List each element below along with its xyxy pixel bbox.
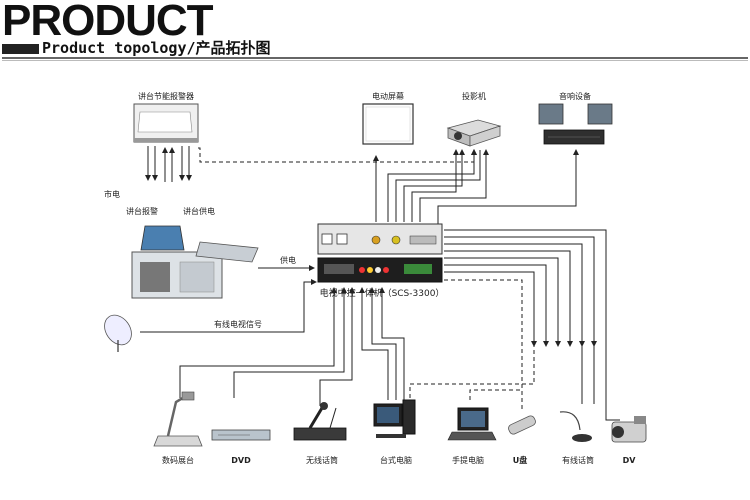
laptop-label: 手提电脑 — [452, 455, 484, 465]
center-device — [317, 223, 443, 283]
laptop-device — [447, 407, 497, 441]
page-title: PRODUCT — [2, 0, 214, 45]
usb-dashed-line — [469, 389, 522, 400]
output-lines — [373, 149, 579, 232]
wired-mic-label: 有线话筒 — [562, 455, 594, 465]
satellite-dish — [104, 314, 132, 352]
wireless-mic-device — [293, 402, 347, 441]
wired-mic-device — [559, 411, 592, 442]
audio-label: 音响设备 — [559, 91, 591, 101]
alarm-dashed-line — [198, 147, 477, 163]
header-rule — [2, 57, 748, 59]
cable-tv-label: 有线电视信号 — [214, 319, 262, 329]
subtitle-marker — [2, 44, 39, 54]
input-lines — [179, 287, 405, 406]
dvd-label: DVD — [231, 456, 251, 465]
projector-label: 投影机 — [462, 91, 486, 101]
mains-label: 市电 — [104, 189, 120, 199]
usb-label: U盘 — [513, 455, 528, 465]
dv-label: DV — [623, 456, 637, 465]
podium-alarm-label: 讲台报警 — [126, 206, 158, 216]
header-rule-thin — [2, 60, 748, 61]
podium-power-label: 讲台供电 — [183, 206, 215, 216]
usb-device — [508, 415, 536, 435]
right-dashed-line — [444, 279, 523, 410]
desktop-pc-device — [373, 399, 416, 438]
laptop-dashed-line — [409, 346, 535, 398]
page-subtitle: Product topology/产品拓扑图 — [42, 39, 271, 57]
desktop-pc-label: 台式电脑 — [380, 455, 412, 465]
screen-device — [362, 103, 414, 145]
audio-device — [538, 103, 613, 145]
right-device-lines — [581, 346, 620, 421]
power-supply-label: 供电 — [280, 255, 296, 265]
dvd-device — [211, 429, 271, 441]
alarm-device — [133, 103, 199, 143]
projector-device — [446, 119, 502, 147]
right-lines — [444, 229, 607, 410]
cable-tv-line — [140, 279, 317, 333]
wireless-mic-label: 无线话筒 — [306, 455, 338, 465]
visualizer-label: 数码展台 — [162, 455, 194, 465]
alarm-lines — [145, 146, 192, 182]
visualizer-device — [153, 391, 203, 447]
screen-label: 电动屏幕 — [372, 91, 404, 101]
dv-device — [611, 416, 647, 443]
podium-device — [131, 225, 259, 299]
alarm-label: 讲台节能报警器 — [138, 91, 194, 101]
